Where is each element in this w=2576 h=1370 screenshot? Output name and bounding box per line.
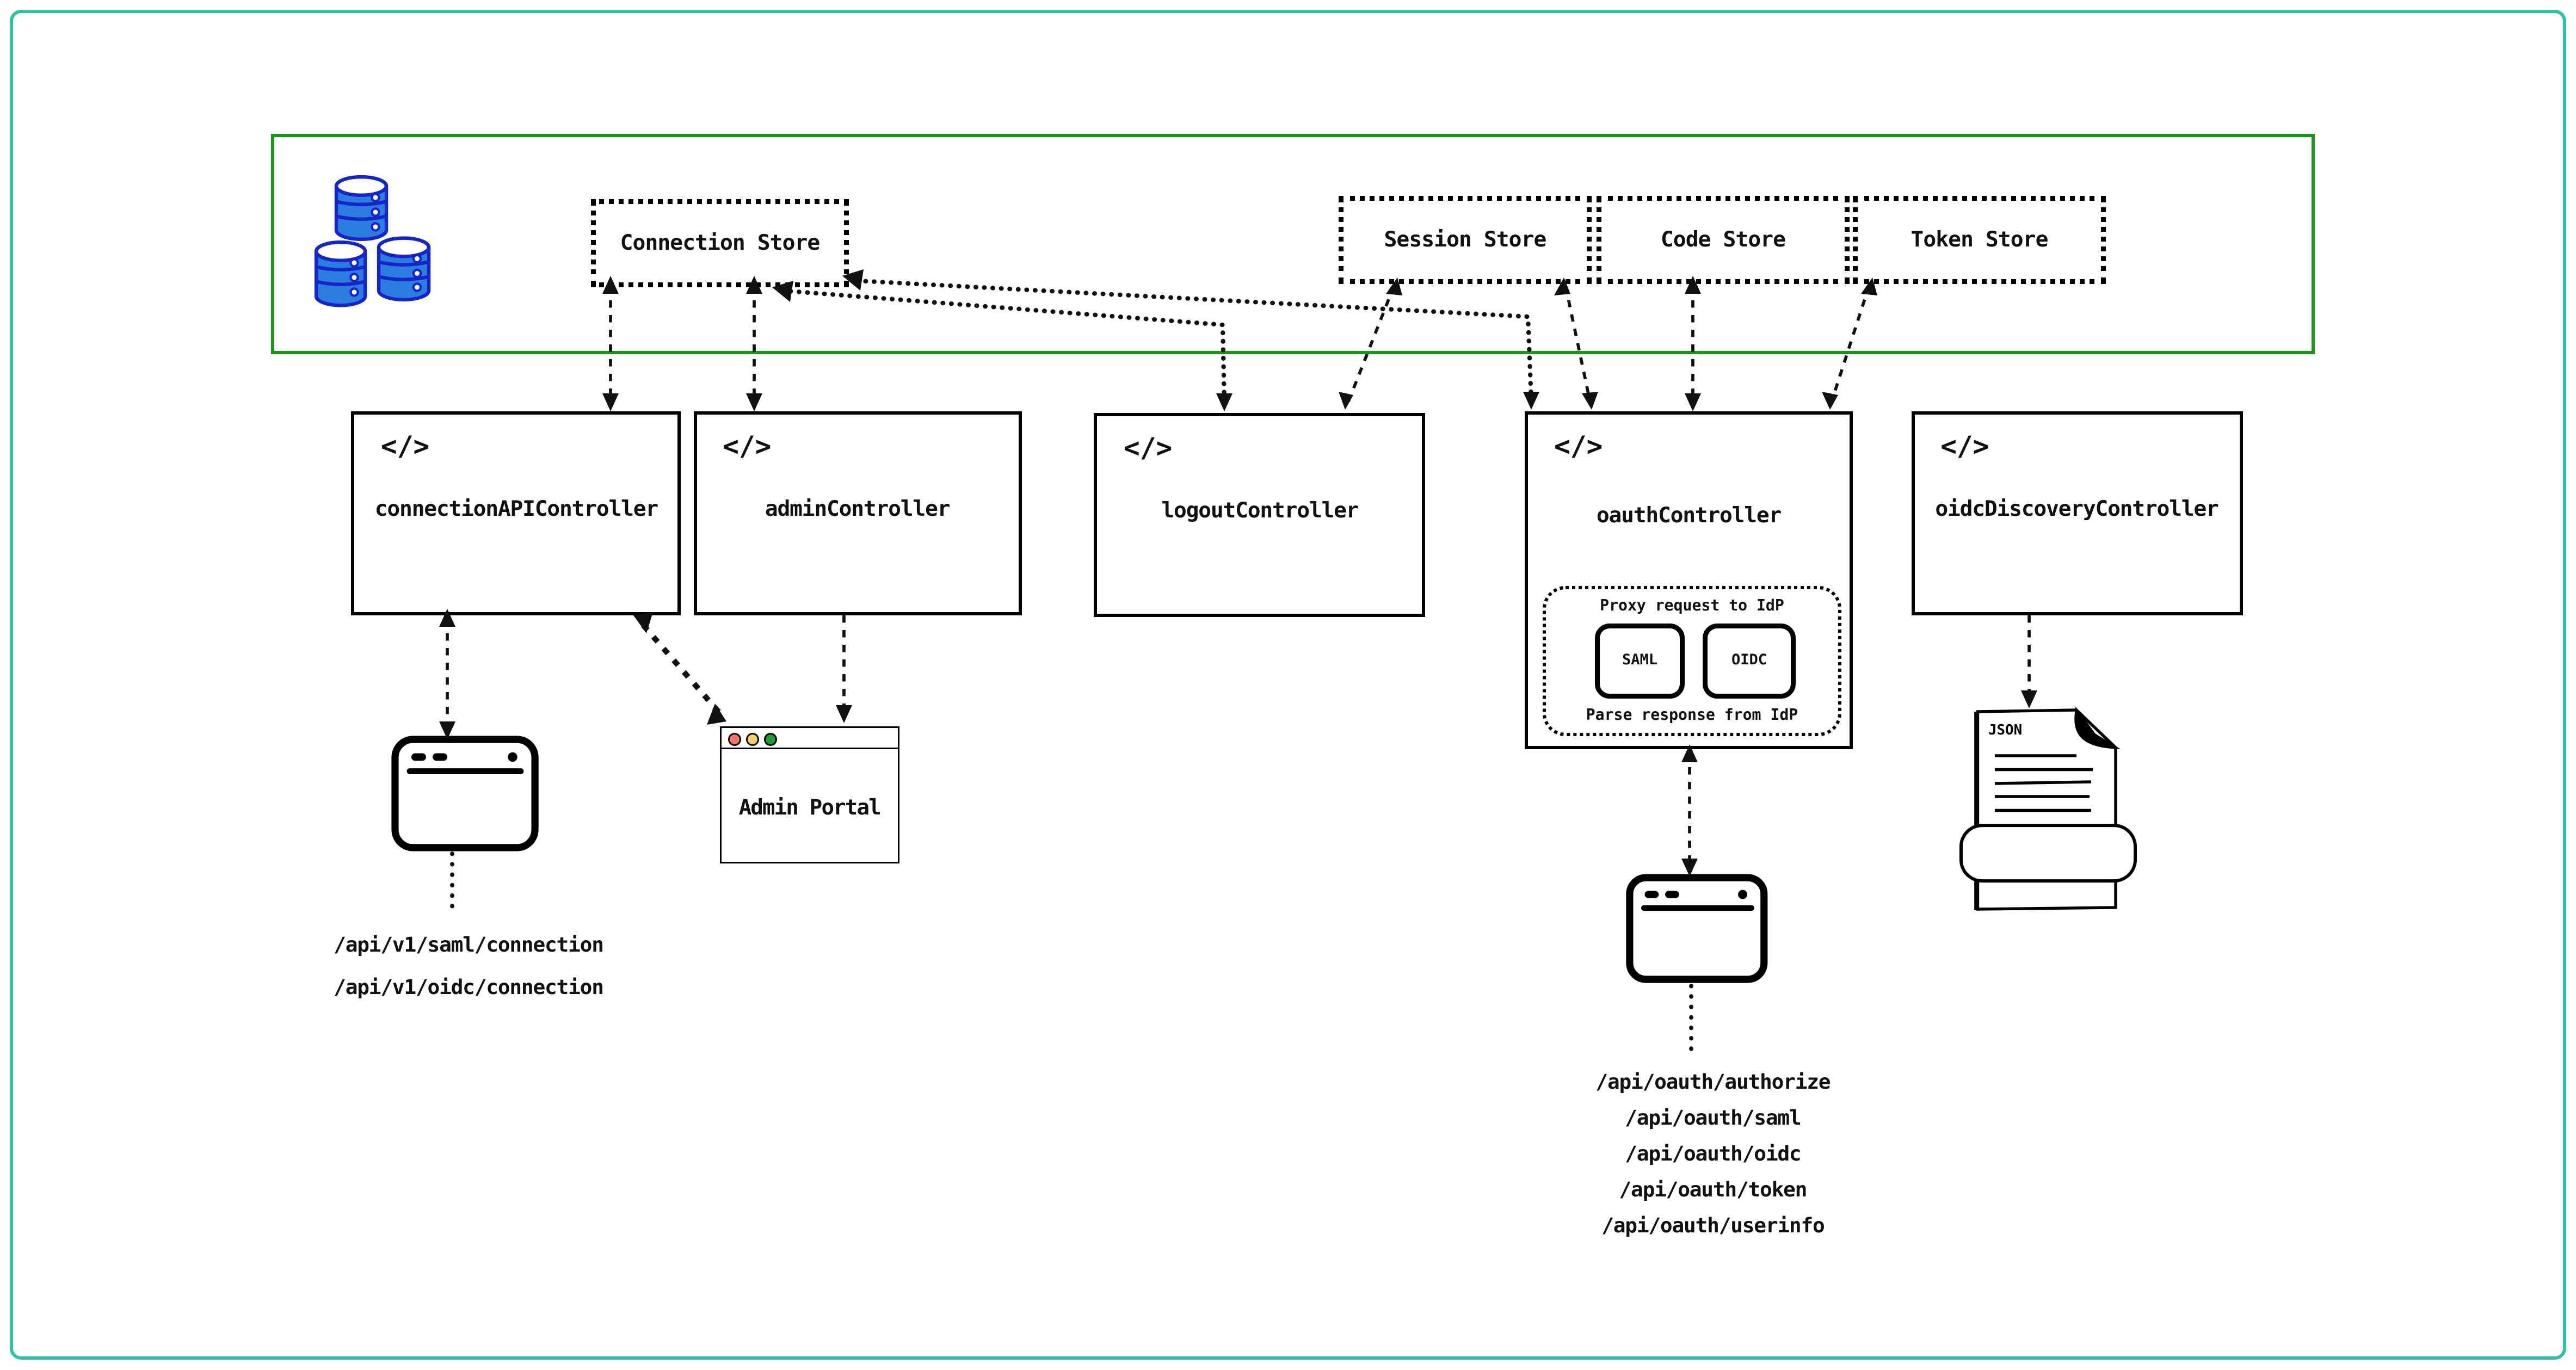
token-store-label: Token Store — [1911, 227, 2048, 252]
traffic-light-green-icon — [764, 732, 778, 746]
parse-response-label: Parse response from IdP — [1586, 706, 1798, 725]
code-icon: </> — [380, 430, 430, 462]
code-icon: </> — [723, 430, 772, 462]
controller-logout: </> logoutController — [1094, 413, 1426, 617]
oauth-routes-label: OAuth routes — [1634, 927, 1760, 950]
code-store: Code Store — [1597, 196, 1850, 284]
controller-admin-label: adminController — [765, 497, 950, 522]
oauth-endpoints: /api/oauth/authorize /api/oauth/saml /ap… — [1550, 1064, 1876, 1244]
endpoint-item: /api/v1/saml/connection — [334, 932, 604, 956]
controller-connection-api-label: connectionAPIController — [374, 497, 658, 522]
endpoint-item: /api/v1/oidc/connection — [334, 974, 604, 999]
proxy-request-label: Proxy request to IdP — [1600, 597, 1784, 615]
token-store: Token Store — [1853, 196, 2106, 284]
session-store: Session Store — [1339, 196, 1592, 284]
oidc-metadata-label: OIDC Metadata — [1975, 841, 2122, 866]
endpoint-item: /api/oauth/oidc — [1625, 1141, 1801, 1165]
code-icon: </> — [1123, 433, 1173, 464]
endpoint-item: /api/oauth/userinfo — [1601, 1213, 1825, 1237]
traffic-light-yellow-icon — [746, 732, 760, 746]
admin-portal-window: Admin Portal — [719, 726, 900, 863]
controller-oidc-discovery-label: oidcDiscoveryController — [1935, 497, 2218, 522]
controller-logout-label: logoutController — [1161, 499, 1359, 524]
endpoint-item: /api/oauth/authorize — [1595, 1069, 1831, 1094]
code-icon: </> — [1554, 430, 1603, 462]
api-label: API — [443, 790, 486, 816]
traffic-light-red-icon — [728, 732, 742, 746]
admin-portal-label: Admin Portal — [738, 796, 882, 821]
code-store-label: Code Store — [1660, 227, 1786, 252]
connection-store: Connection Store — [591, 199, 849, 287]
endpoint-item: /api/oauth/saml — [1625, 1105, 1801, 1130]
endpoint-item: /api/oauth/token — [1619, 1177, 1807, 1201]
session-store-label: Session Store — [1384, 227, 1546, 252]
oidc-box: OIDC — [1703, 623, 1796, 699]
admin-portal-titlebar — [720, 727, 898, 750]
controller-oauth: </> oauthController Proxy request to IdP… — [1525, 411, 1853, 749]
idp-proxy-group: Proxy request to IdP SAML OIDC Parse res… — [1543, 585, 1841, 736]
code-icon: </> — [1940, 430, 1989, 462]
controller-connection-api: </> connectionAPIController — [351, 411, 681, 615]
controller-admin: </> adminController — [693, 411, 1022, 615]
connection-api-endpoints: /api/v1/saml/connection /api/v1/oidc/con… — [305, 924, 632, 1009]
oidc-label: OIDC — [1731, 652, 1767, 669]
controller-oauth-label: oauthController — [1596, 504, 1782, 529]
controller-oidc-discovery: </> oidcDiscoveryController — [1911, 411, 2243, 615]
saml-label: SAML — [1622, 652, 1658, 669]
page-border — [10, 10, 2566, 1360]
saml-box: SAML — [1595, 623, 1685, 699]
connection-store-label: Connection Store — [620, 231, 821, 256]
